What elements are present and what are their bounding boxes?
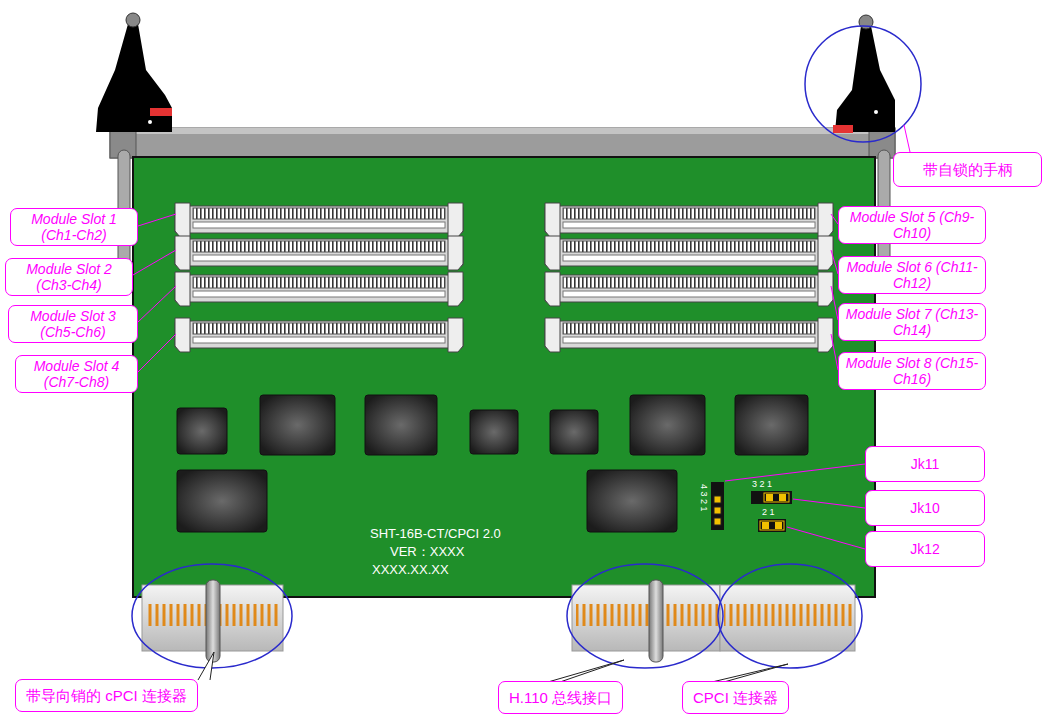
module-slot — [545, 318, 833, 352]
jumper-callout: Jk12 — [865, 531, 985, 567]
callout-text: Module Slot 8 (Ch15-Ch16) — [843, 355, 981, 387]
pin-number: 4 3 2 1 — [698, 484, 708, 512]
silkscreen-text: XXXX.XX.XX — [372, 563, 449, 577]
jumper-jk11 — [711, 482, 724, 530]
callout-text: Module Slot 1 (Ch1-Ch2) — [15, 211, 133, 243]
locking-handle — [96, 13, 172, 132]
callout-text: Module Slot 5 (Ch9-Ch10) — [843, 209, 981, 241]
callout-text: H.110 总线接口 — [509, 688, 612, 707]
module-slot — [545, 272, 833, 306]
callout-text: Module Slot 4 (Ch7-Ch8) — [20, 358, 133, 390]
callout-text: 带自锁的手柄 — [904, 160, 1031, 179]
jumper-jk12 — [758, 519, 786, 532]
callout-tails — [198, 652, 788, 682]
callout-text: Module Slot 7 (Ch13-Ch14) — [843, 306, 981, 338]
callout-text: CPCI 连接器 — [693, 688, 778, 707]
locking-handle — [833, 15, 895, 133]
callout-text: Jk12 — [872, 540, 978, 558]
callout-text: 带导向销的 cPCI 连接器 — [26, 686, 187, 705]
slot-callout: Module Slot 2 (Ch3-Ch4) — [5, 258, 133, 296]
h110-connector — [572, 580, 720, 662]
slot-callout: Module Slot 7 (Ch13-Ch14) — [838, 303, 986, 341]
slot-callout: Module Slot 6 (Ch11-Ch12) — [838, 256, 986, 294]
module-slot — [175, 203, 463, 237]
highlight-circle — [805, 26, 921, 142]
connector-callout: 带导向销的 cPCI 连接器 — [15, 679, 198, 712]
front-panel-bar — [110, 128, 895, 158]
module-slot — [175, 318, 463, 352]
module-slot — [545, 203, 833, 237]
connector-callout: H.110 总线接口 — [498, 681, 623, 714]
slot-callout: Module Slot 1 (Ch1-Ch2) — [10, 208, 138, 246]
callout-text: Module Slot 3 (Ch5-Ch6) — [13, 308, 133, 340]
pcb-board — [133, 157, 875, 597]
leader-lines — [133, 125, 910, 549]
cpci-connector-guide — [142, 580, 283, 662]
module-slot — [175, 236, 463, 270]
silkscreen-text: SHT-16B-CT/CPCI 2.0 — [370, 527, 501, 541]
callout-text: Jk11 — [872, 455, 978, 473]
front-panel-highlight — [110, 128, 895, 134]
connector-callout: CPCI 连接器 — [682, 681, 789, 714]
callout-text: Module Slot 6 (Ch11-Ch12) — [843, 259, 981, 291]
jumper-callout: Jk11 — [865, 446, 985, 482]
pin-number: 2 1 — [762, 508, 775, 518]
slot-callout: Module Slot 3 (Ch5-Ch6) — [8, 305, 138, 343]
chips — [177, 395, 808, 532]
slot-callout: Module Slot 8 (Ch15-Ch16) — [838, 352, 986, 390]
module-slot — [545, 236, 833, 270]
slot-callout: Module Slot 5 (Ch9-Ch10) — [838, 206, 986, 244]
cpci-connector — [720, 585, 855, 651]
jumper-jk10 — [751, 491, 792, 504]
module-slot — [175, 272, 463, 306]
jumper-callout: Jk10 — [865, 490, 985, 526]
callout-text: Jk10 — [872, 499, 978, 517]
silkscreen-text: VER：XXXX — [390, 545, 464, 559]
slot-callout: Module Slot 4 (Ch7-Ch8) — [15, 355, 138, 393]
callout-box: 带自锁的手柄 — [893, 152, 1042, 187]
pin-number: 3 2 1 — [752, 480, 772, 490]
highlight-ellipses — [132, 564, 862, 668]
callout-text: Module Slot 2 (Ch3-Ch4) — [10, 261, 128, 293]
